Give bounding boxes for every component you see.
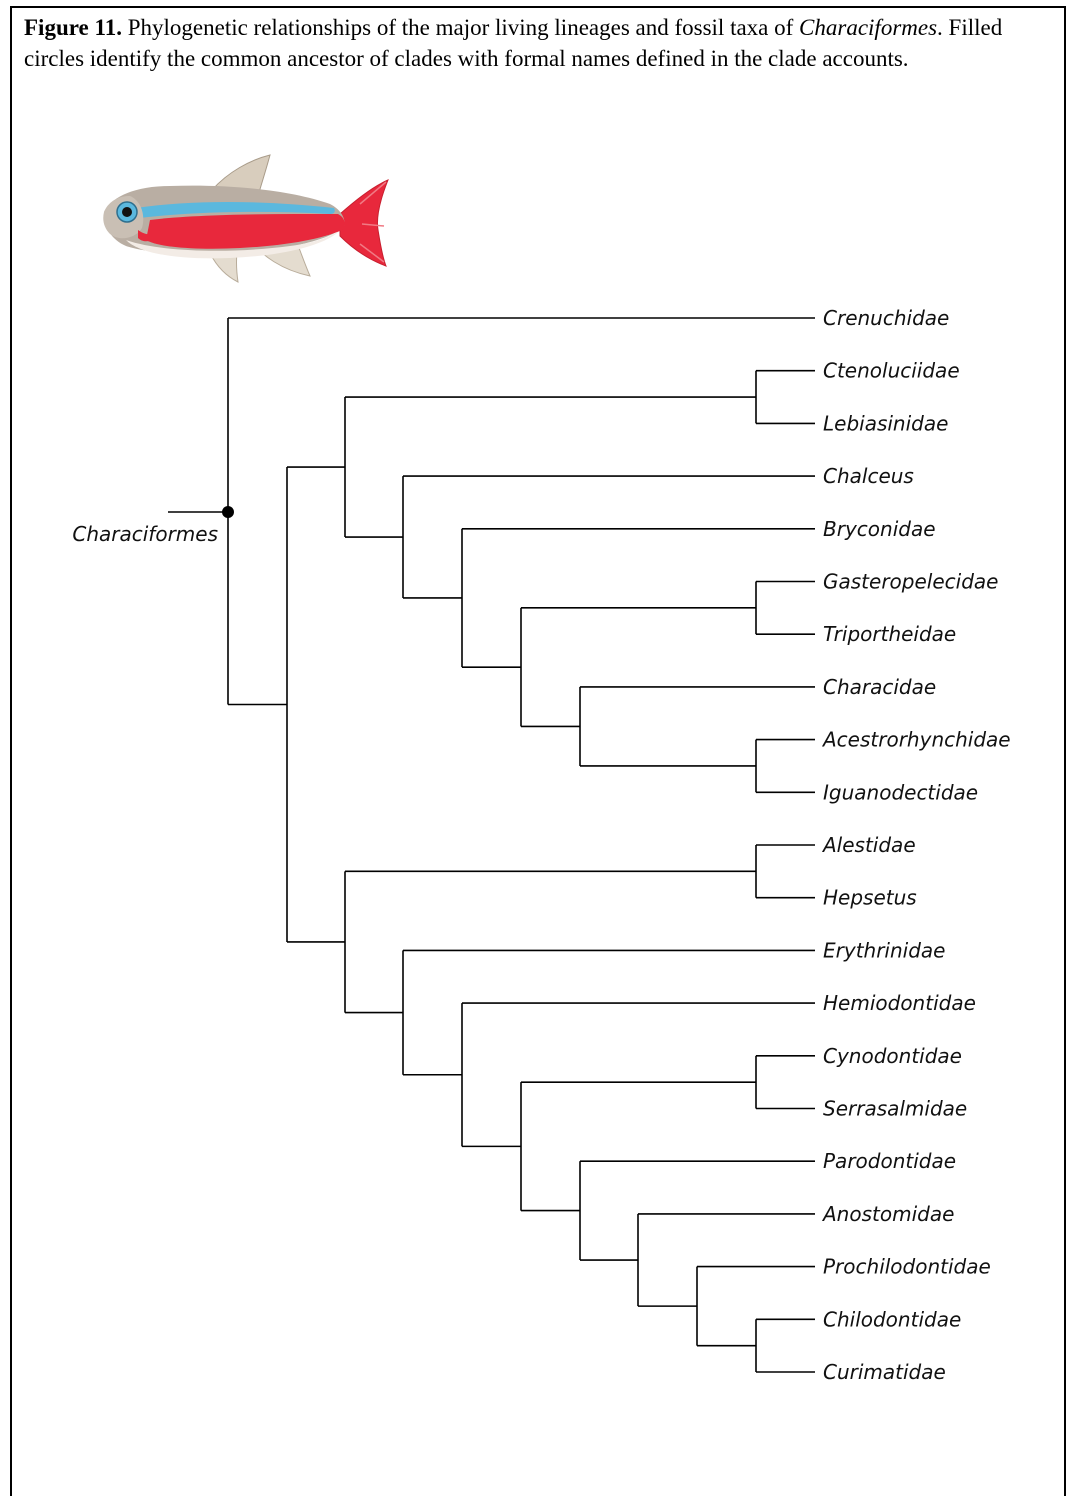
caption-text-1: Phylogenetic relationships of the major … bbox=[121, 15, 800, 40]
taxon-label: Acestrorhynchidae bbox=[821, 728, 1011, 752]
figure-label: Figure 11. bbox=[24, 15, 122, 40]
taxon-label: Alestidae bbox=[821, 833, 916, 857]
taxon-label: Crenuchidae bbox=[823, 306, 949, 330]
taxon-label: Cynodontidae bbox=[823, 1044, 962, 1068]
taxon-label: Erythrinidae bbox=[823, 938, 945, 962]
taxon-label: Ctenoluciidae bbox=[823, 359, 960, 383]
taxon-label: Gasteropelecidae bbox=[823, 570, 998, 594]
characiformes-node-marker bbox=[222, 506, 234, 518]
taxon-label: Hepsetus bbox=[823, 886, 917, 910]
cladogram-labels: CrenuchidaeCtenoluciidaeLebiasinidaeChal… bbox=[821, 306, 1011, 1384]
taxon-label: Triportheidae bbox=[823, 622, 956, 646]
taxon-label: Parodontidae bbox=[823, 1149, 956, 1173]
taxon-label: Chalceus bbox=[823, 464, 914, 488]
taxon-label: Prochilodontidae bbox=[823, 1255, 991, 1279]
caption-text-2: . Filled circles identify the common anc… bbox=[24, 15, 1003, 71]
taxon-label: Characidae bbox=[823, 675, 936, 699]
taxon-label: Chilodontidae bbox=[823, 1307, 961, 1331]
cladogram-branches bbox=[227, 317, 815, 1373]
taxon-label: Iguanodectidae bbox=[823, 780, 978, 804]
caption-italic-term: Characiformes bbox=[799, 15, 938, 40]
taxon-label: Anostomidae bbox=[821, 1202, 954, 1226]
taxon-label: Curimatidae bbox=[823, 1360, 946, 1384]
taxon-label: Serrasalmidae bbox=[823, 1097, 967, 1121]
tetra-fish-illustration bbox=[103, 154, 389, 283]
figure-caption: Figure 11. Phylogenetic relationships of… bbox=[24, 12, 1064, 74]
taxon-label: Lebiasinidae bbox=[823, 411, 948, 435]
taxon-label: Bryconidae bbox=[823, 517, 936, 541]
figure-frame bbox=[10, 6, 1066, 1496]
root-clade-label: Characiformes bbox=[72, 522, 218, 546]
taxon-label: Hemiodontidae bbox=[823, 991, 976, 1015]
